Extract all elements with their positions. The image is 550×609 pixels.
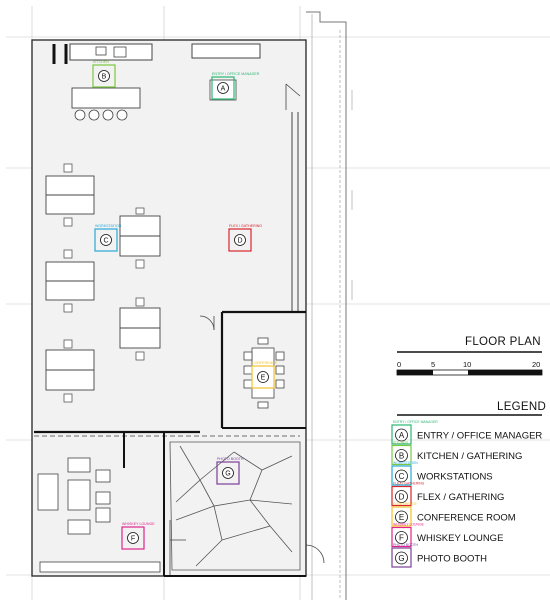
legend-label: PHOTO BOOTH <box>417 554 487 565</box>
legend-item-caption: WHISKEY LOUNGE <box>393 523 425 527</box>
legend-item-caption: ENTRY / OFFICE MANAGER <box>393 420 438 424</box>
workstations <box>45 163 161 403</box>
room-tag-a: A ENTRY / OFFICE MANAGER <box>211 72 260 100</box>
room-tag-letter: D <box>237 238 242 245</box>
legend-item-g: G PHOTO BOOTH PHOTO BOOTH <box>391 543 487 568</box>
room-tag-e: E CONFERENCE <box>251 361 278 389</box>
room-tag-letter: G <box>225 471 230 478</box>
scale-bar <box>396 351 543 416</box>
legend-label: FLEX / GATHERING <box>417 492 504 503</box>
legend-item-caption: FLEX / GATHERING <box>393 482 425 486</box>
lounge-furniture <box>37 457 111 535</box>
legend-item-b: B KITCHEN KITCHEN / GATHERING <box>391 441 522 466</box>
room-tag-caption: FLEX / GATHERING <box>229 224 262 228</box>
legend-label: WHISKEY LOUNGE <box>417 533 503 544</box>
legend-letter: E <box>399 513 404 522</box>
legend-letter: G <box>398 554 404 563</box>
room-tag-caption: ENTRY / OFFICE MANAGER <box>212 72 260 76</box>
room-tag-b: B KITCHEN <box>92 60 116 88</box>
legend-item-caption: WORKSTATION <box>393 461 418 465</box>
legend-letter: B <box>399 452 404 461</box>
legend-letter: A <box>399 431 405 440</box>
legend-label: WORKSTATIONS <box>417 472 493 483</box>
legend-item-a: A ENTRY / OFFICE MANAGER ENTRY / OFFICE MA… <box>391 420 542 445</box>
legend-letter: F <box>399 534 404 543</box>
legend-title: LEGEND <box>497 401 547 413</box>
legend-letter: D <box>399 493 405 502</box>
plan-room-tags: A ENTRY / OFFICE MANAGER B KITCHEN C WORKSTAT… <box>92 60 278 550</box>
legend-letter: C <box>399 472 405 481</box>
room-tag-g: G PHOTO BOOTH <box>216 457 244 485</box>
legend: A ENTRY / OFFICE MANAGER ENTRY / OFFICE MA… <box>391 420 542 568</box>
room-tag-d: D FLEX / GATHERING <box>228 224 262 252</box>
scale-tick-0: 0 <box>397 360 401 369</box>
room-tag-caption: CONFERENCE <box>252 361 278 365</box>
kitchen-island <box>71 87 141 121</box>
room-tag-caption: WHISKEY LOUNGE <box>122 522 155 526</box>
room-tag-letter: F <box>131 536 135 543</box>
room-tag-c: C WORKSTATION <box>94 224 122 252</box>
legend-item-d: D FLEX / GATHERING FLEX / GATHERING <box>391 482 504 507</box>
legend-item-caption: KITCHEN <box>393 441 408 445</box>
room-tag-caption: WORKSTATION <box>95 224 122 228</box>
room-tag-caption: PHOTO BOOTH <box>217 457 244 461</box>
room-tag-letter: A <box>221 86 226 93</box>
legend-label: ENTRY / OFFICE MANAGER <box>417 431 542 442</box>
room-tag-f: F WHISKEY LOUNGE <box>121 522 155 550</box>
legend-item-caption: CONFERENCE <box>393 502 417 506</box>
scale-tick-10: 10 <box>463 360 471 369</box>
room-tag-letter: E <box>261 375 266 382</box>
scale-tick-5: 5 <box>431 360 435 369</box>
legend-item-e: E CONFERENCE CONFERENCE ROOM <box>391 502 516 527</box>
legend-item-c: C WORKSTATION WORKSTATIONS <box>391 461 493 486</box>
room-tag-letter: C <box>103 238 108 245</box>
legend-item-f: F WHISKEY LOUNGE WHISKEY LOUNGE <box>391 523 503 548</box>
room-tag-caption: KITCHEN <box>93 60 109 64</box>
legend-label: CONFERENCE ROOM <box>417 513 516 524</box>
floor-plan-title: FLOOR PLAN <box>465 336 541 348</box>
legend-item-caption: PHOTO BOOTH <box>393 543 419 547</box>
legend-label: KITCHEN / GATHERING <box>417 451 522 462</box>
scale-tick-20: 20 <box>532 360 540 369</box>
room-tag-letter: B <box>102 74 107 81</box>
scale-ticks: 0 5 10 20 <box>397 360 540 369</box>
